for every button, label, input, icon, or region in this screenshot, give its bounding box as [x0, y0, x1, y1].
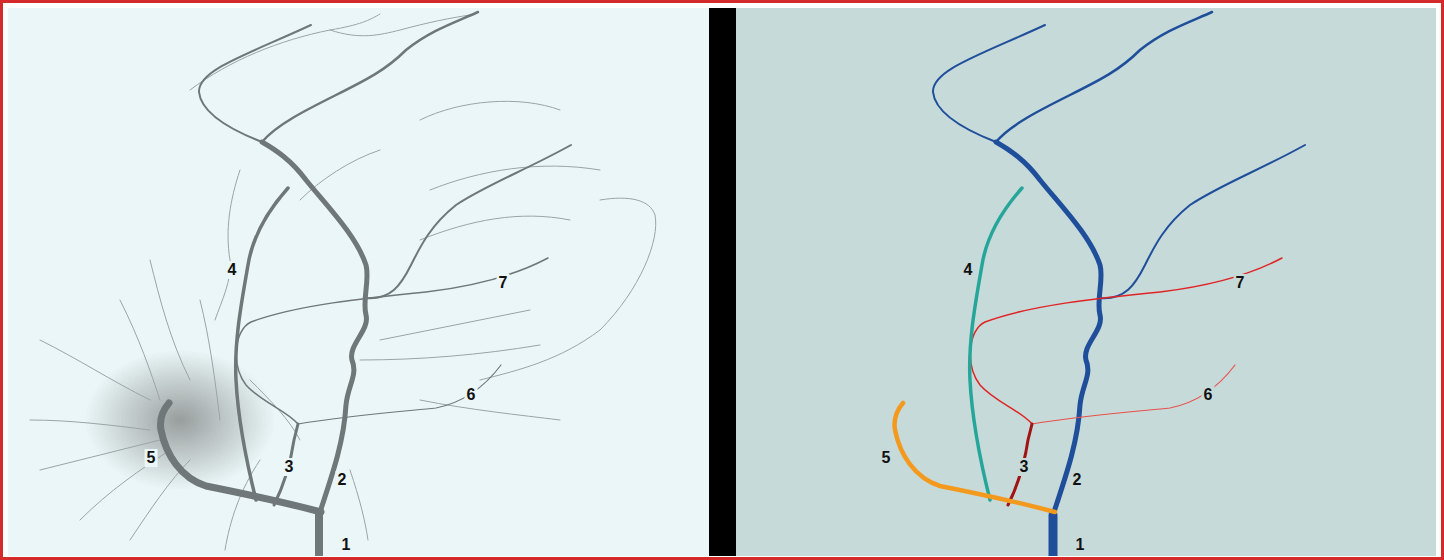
vessel-branch: [894, 403, 1055, 512]
callout-number: 3: [283, 458, 296, 476]
callout-number: 5: [145, 449, 158, 467]
schematic-panel: [736, 8, 1436, 556]
callout-number: 1: [1074, 536, 1087, 554]
vessel-trunk: [1049, 515, 1058, 556]
callout-number: 5: [880, 449, 893, 467]
callout-number: 6: [1202, 386, 1215, 404]
vessel-branch: [970, 258, 1282, 424]
angiogram-panel: [8, 8, 709, 556]
vessel-branch: [970, 188, 1022, 500]
callout-number: 7: [497, 274, 510, 292]
vessel-branch: [1008, 424, 1032, 505]
callout-number: 7: [1234, 274, 1247, 292]
callout-number: 6: [465, 386, 478, 404]
panel-divider: [709, 8, 736, 556]
vessel-branch: [1100, 145, 1305, 298]
major-vessels: [160, 12, 571, 556]
vessel-branch: [933, 25, 1045, 142]
fine-vessels: [30, 14, 656, 550]
schematic-drawing: [894, 12, 1305, 556]
callout-number: 2: [336, 471, 349, 489]
callout-number: 4: [962, 261, 975, 279]
angiogram-image: [30, 12, 656, 556]
callout-number: 3: [1018, 458, 1031, 476]
callout-number: 1: [340, 536, 353, 554]
callout-number: 2: [1071, 471, 1084, 489]
callout-number: 4: [226, 261, 239, 279]
vessel-branch: [1032, 365, 1235, 424]
vessel-branch: [996, 12, 1212, 142]
